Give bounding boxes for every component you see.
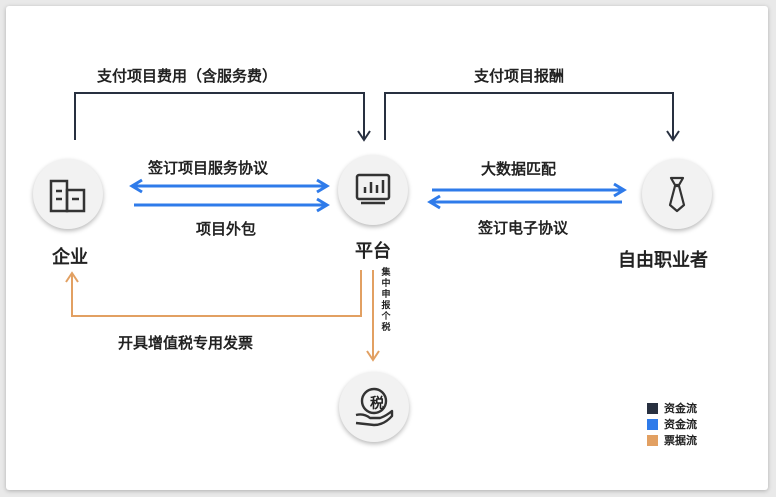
sign-service-arrowhead-left [129, 178, 143, 194]
enterprise-label: 企业 [52, 247, 88, 268]
tax-node-glyph: 税 [370, 396, 384, 412]
outsource-label: 项目外包 [196, 220, 257, 238]
invoice-arrowhead [65, 271, 79, 283]
pay-fee-line [74, 92, 365, 140]
sign-service-arrowhead-right [316, 178, 330, 194]
legend-label: 票据流 [664, 434, 697, 447]
tax-node [339, 372, 409, 442]
pay-reward-line [384, 92, 674, 140]
legend-item: 资金流 [647, 400, 697, 416]
enterprise-node [33, 159, 103, 229]
tax-hand-icon [355, 387, 394, 427]
sign-service-label: 签订项目服务协议 [148, 159, 269, 177]
pay-fee-label: 支付项目费用（含服务费） [97, 67, 278, 85]
sign-e-arrowhead [427, 194, 441, 210]
tax-report-label: 集中申报个税 [381, 268, 391, 333]
legend: 资金流 资金流 票据流 [647, 400, 697, 448]
platform-label: 平台 [355, 241, 391, 262]
big-data-label: 大数据匹配 [481, 160, 557, 178]
big-data-arrowhead [613, 182, 627, 198]
pay-reward-label: 支付项目报酬 [474, 67, 565, 85]
sign-e-label: 签订电子协议 [478, 219, 569, 237]
legend-swatch-dark [647, 402, 658, 414]
building-icon [49, 179, 86, 213]
freelancer-label: 自由职业者 [618, 250, 708, 271]
legend-item: 票据流 [647, 432, 697, 448]
invoice-line [71, 270, 362, 317]
platform-node [338, 155, 408, 225]
tax-report-arrowhead [366, 350, 380, 362]
legend-item: 资金流 [647, 416, 697, 432]
monitor-chart-icon [355, 173, 391, 205]
legend-label: 资金流 [664, 418, 697, 431]
pay-reward-arrowhead [666, 130, 680, 142]
freelancer-node [642, 159, 712, 229]
pay-fee-arrowhead [357, 130, 371, 142]
invoice-label: 开具增值税专用发票 [118, 334, 254, 352]
tie-icon [668, 176, 686, 213]
legend-label: 资金流 [664, 402, 697, 415]
legend-swatch-orange [647, 434, 658, 446]
outsource-arrowhead [316, 197, 330, 213]
legend-swatch-blue [647, 418, 658, 430]
